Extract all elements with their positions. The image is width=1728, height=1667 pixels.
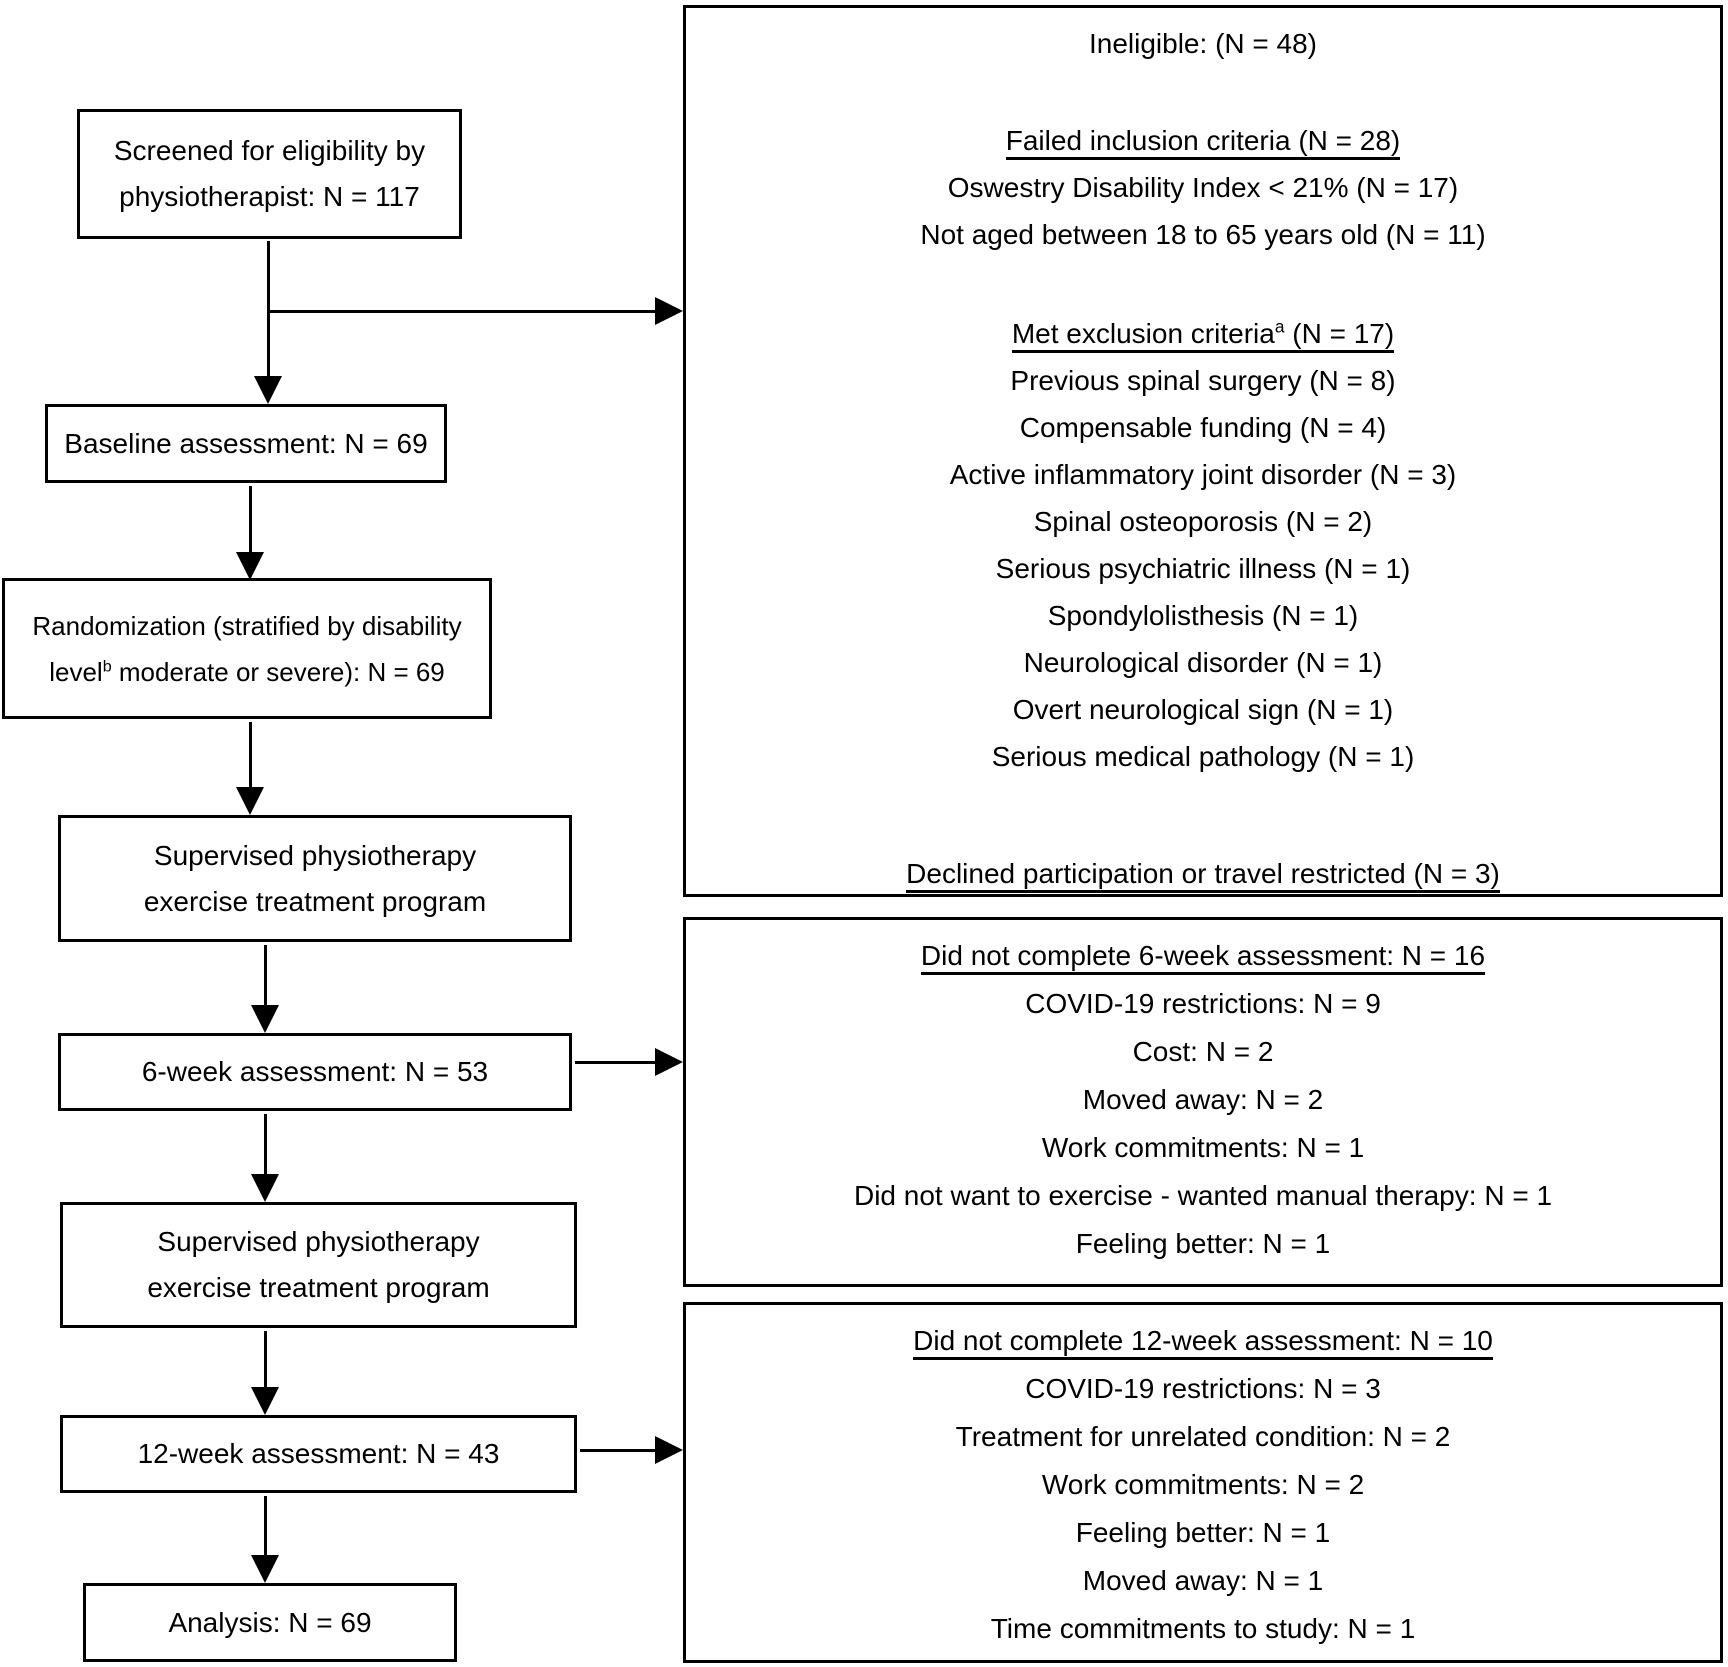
list-item: Neurological disorder (N = 1) [1023, 647, 1383, 678]
met-exclusion-heading: Met exclusion criteriaa (N = 17) [1011, 310, 1395, 357]
supervised-program-1-box: Supervised physiotherapy exercise treatm… [58, 815, 572, 942]
failed-inclusion-heading: Failed inclusion criteria (N = 28) [1005, 117, 1401, 164]
list-item: Spinal osteoporosis (N = 2) [1033, 506, 1373, 537]
analysis-box: Analysis: N = 69 [83, 1583, 457, 1662]
list-item: Time commitments to study: N = 1 [990, 1613, 1416, 1644]
arrow-week6-to-supervised2-line [264, 1114, 267, 1174]
arrow-supervised2-to-week12-head [251, 1387, 279, 1415]
dropout-6week-box: Did not complete 6-week assessment: N = … [683, 917, 1723, 1287]
arrow-screened-to-ineligible-line [267, 310, 659, 313]
list-item: Not aged between 18 to 65 years old (N =… [920, 219, 1486, 250]
arrow-week12-to-analysis-head [251, 1555, 279, 1583]
declined-heading: Declined participation or travel restric… [906, 850, 1500, 897]
arrow-supervised1-to-week6-head [251, 1005, 279, 1033]
list-item: COVID-19 restrictions: N = 3 [1025, 1373, 1381, 1404]
dropout-6week-heading: Did not complete 6-week assessment: N = … [920, 932, 1486, 980]
randomization-box: Randomization (stratified by disability … [2, 578, 492, 719]
arrow-randomization-to-supervised1-head [236, 787, 264, 815]
list-item: Previous spinal surgery (N = 8) [1010, 365, 1396, 396]
arrow-baseline-to-randomization-head [236, 552, 264, 580]
ineligible-box: Ineligible: (N = 48) Failed inclusion cr… [683, 5, 1723, 897]
week12-assessment-box: 12-week assessment: N = 43 [60, 1415, 577, 1493]
list-item: Compensable funding (N = 4) [1019, 412, 1387, 443]
arrow-screened-to-ineligible-head [655, 297, 683, 325]
arrow-week6-to-supervised2-head [251, 1174, 279, 1202]
arrow-week6-to-dropout6-line [575, 1061, 657, 1064]
week6-assessment-box: 6-week assessment: N = 53 [58, 1033, 572, 1111]
supervised-program-2-box: Supervised physiotherapy exercise treatm… [60, 1202, 577, 1328]
randomization-line-2: levelb moderate or severe): N = 69 [49, 656, 445, 687]
arrow-randomization-to-supervised1-line [249, 722, 252, 787]
baseline-box: Baseline assessment: N = 69 [45, 404, 447, 483]
footnote-a-superscript: a [1274, 316, 1285, 337]
arrow-week12-to-analysis-line [264, 1496, 267, 1555]
list-item: Spondylolisthesis (N = 1) [1047, 600, 1359, 631]
analysis-text: Analysis: N = 69 [168, 1606, 372, 1638]
list-item: Overt neurological sign (N = 1) [1012, 694, 1394, 725]
list-item: Moved away: N = 2 [1082, 1084, 1324, 1115]
list-item: Work commitments: N = 1 [1041, 1132, 1365, 1163]
list-item: Did not want to exercise - wanted manual… [853, 1180, 1553, 1211]
arrow-baseline-to-randomization-line [249, 486, 252, 554]
arrow-supervised2-to-week12-line [264, 1331, 267, 1389]
list-item: Serious medical pathology (N = 1) [991, 741, 1415, 772]
screened-box: Screened for eligibility by physiotherap… [77, 109, 462, 239]
list-item: Oswestry Disability Index < 21% (N = 17) [947, 172, 1459, 203]
list-item: COVID-19 restrictions: N = 9 [1025, 988, 1381, 1019]
arrow-screened-to-baseline-line [267, 241, 270, 378]
dropout-12week-box: Did not complete 12-week assessment: N =… [683, 1302, 1723, 1663]
randomization-line-1: Randomization (stratified by disability [32, 610, 462, 641]
arrow-week6-to-dropout6-head [655, 1048, 683, 1076]
baseline-text: Baseline assessment: N = 69 [64, 427, 428, 459]
ineligible-title: Ineligible: (N = 48) [1088, 28, 1317, 59]
list-item: Feeling better: N = 1 [1075, 1517, 1331, 1548]
list-item: Work commitments: N = 2 [1041, 1469, 1365, 1500]
arrow-week12-to-dropout12-head [655, 1436, 683, 1464]
list-item: Serious psychiatric illness (N = 1) [995, 553, 1411, 584]
screened-line-2: physiotherapist: N = 117 [119, 181, 420, 212]
list-item: Active inflammatory joint disorder (N = … [949, 459, 1457, 490]
list-item: Feeling better: N = 1 [1075, 1228, 1331, 1259]
week12-text: 12-week assessment: N = 43 [137, 1438, 500, 1469]
arrow-screened-to-baseline-head [254, 376, 282, 404]
arrow-week12-to-dropout12-line [580, 1449, 657, 1452]
screened-line-1: Screened for eligibility by [113, 135, 426, 166]
list-item: Treatment for unrelated condition: N = 2 [955, 1421, 1451, 1452]
list-item: Cost: N = 2 [1132, 1036, 1274, 1067]
dropout-12week-heading: Did not complete 12-week assessment: N =… [913, 1317, 1493, 1365]
arrow-supervised1-to-week6-line [264, 945, 267, 1007]
footnote-b-superscript: b [102, 656, 112, 675]
week6-text: 6-week assessment: N = 53 [141, 1056, 489, 1087]
list-item: Moved away: N = 1 [1082, 1565, 1324, 1596]
